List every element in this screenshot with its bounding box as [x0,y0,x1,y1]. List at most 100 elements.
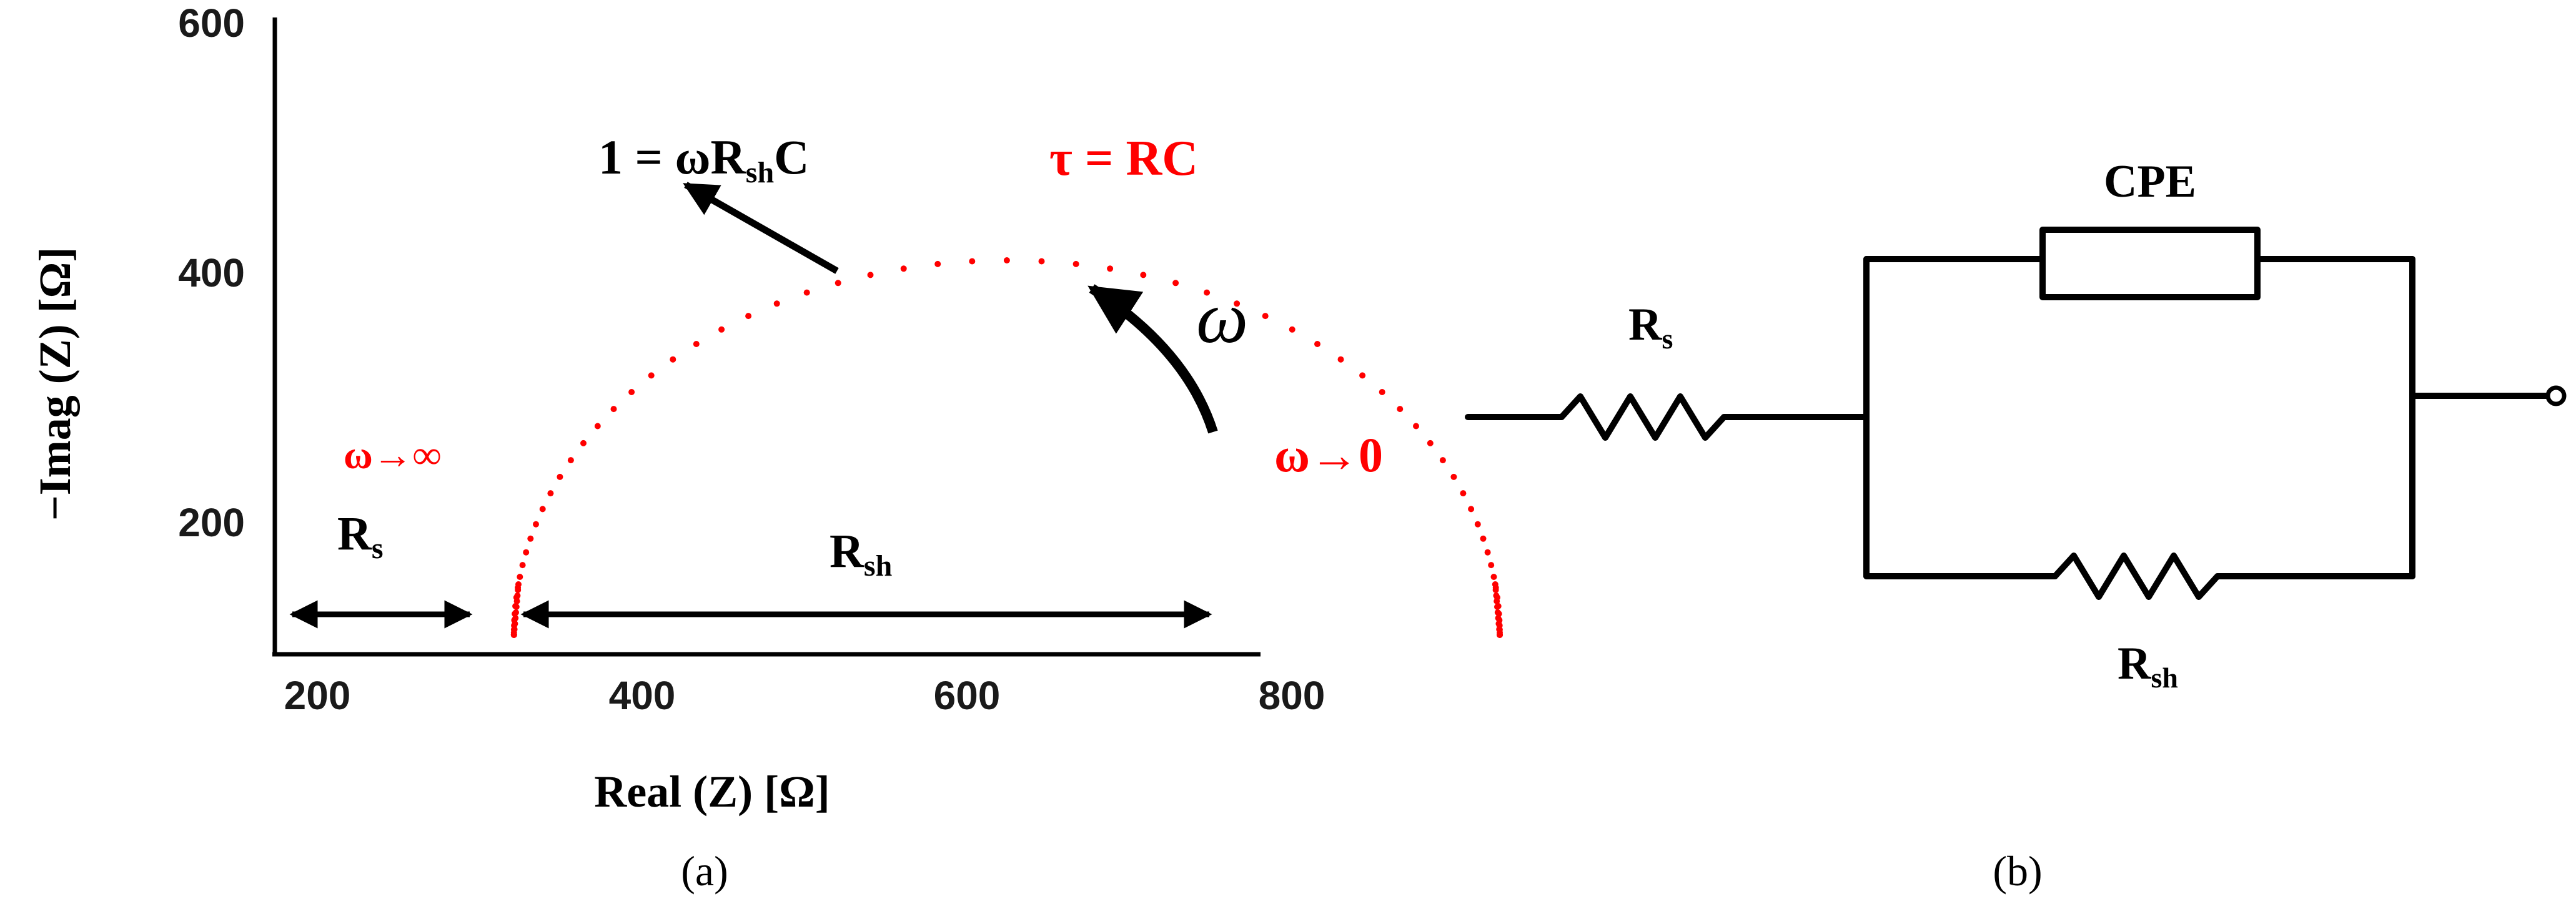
semicircle-point [1495,621,1502,627]
semicircle-point [1488,562,1495,569]
equivalent-circuit [1465,227,2567,600]
semicircle-point [527,535,534,542]
semicircle-point [1172,280,1179,287]
semicircle-point [1107,265,1114,272]
semicircle-point [1003,257,1010,263]
semicircle-point [580,440,587,446]
semicircle-point [1038,258,1045,265]
cpe-label: CPE [2104,156,2196,207]
rsh-span-label: Rsh [830,525,892,582]
y-tick-label-600: 600 [178,1,245,46]
rs-resistor-label: Rs [1628,299,1673,355]
semicircle-point [513,604,520,610]
semicircle-point [519,562,526,569]
semicircle-point [934,260,941,267]
semicircle-point [515,587,522,593]
semicircle-point [513,609,519,616]
semicircle-point [512,621,518,627]
semicircle-point [693,341,700,347]
semicircle-point [1495,615,1502,621]
semicircle-point [1494,609,1501,616]
peak-condition-label: 1 = ωRshC [598,130,810,189]
semicircle-point [1484,549,1491,556]
semicircle-point [718,326,725,333]
semicircle-point [594,423,601,430]
output-terminal [2545,385,2567,406]
semicircle-point [514,592,521,599]
semicircle-point [1262,313,1269,320]
nyquist-plot: 200 400 600 800 200 400 600 Real (Z) [Ω] −Ima… [30,1,1503,895]
x-tick-labels: 200 400 600 800 [284,673,1325,718]
y-tick-labels: 200 400 600 [178,1,245,545]
semicircle-point [1474,521,1481,528]
semicircle-point [1492,587,1499,593]
semicircle-point [1140,272,1147,278]
semicircle-point [1204,289,1211,296]
semicircle-point [670,356,676,363]
semicircle-point [533,521,539,528]
semicircle-point [515,581,522,587]
x-axis-title: Real (Z) [Ω] [594,767,830,817]
semicircle-point [557,473,563,480]
rsh-resistor-symbol [1863,553,2415,600]
semicircle-point [1494,598,1500,604]
semicircle-point [867,272,874,278]
semicircle-point [1314,341,1320,347]
semicircle-point [773,300,780,307]
semicircle-point [1450,473,1457,480]
impedance-semicircle [510,257,1503,638]
x-tick-label-600: 600 [934,673,1001,718]
semicircle-point [1397,406,1404,413]
x-tick-label-200: 200 [284,673,351,718]
x-tick-label-400: 400 [609,673,676,718]
semicircle-point [1289,326,1295,333]
semicircle-point [610,406,617,413]
semicircle-point [567,457,574,464]
rs-span-label: Rs [337,508,384,565]
rsh-resistor-label: Rsh [2118,638,2178,694]
semicircle-point [648,372,655,379]
semicircle-point [1427,440,1434,446]
semicircle-point [547,490,554,497]
semicircle-point [969,258,976,265]
omega-direction-arrow [1087,284,1218,434]
semicircle-point [1337,356,1344,363]
y-tick-label-400: 400 [178,250,245,295]
semicircle-point [1468,506,1475,513]
omega-infinity-label: ω→∞ [344,433,441,477]
rs-resistor-symbol [1465,393,1870,441]
semicircle-point [835,280,841,287]
caption-a: (a) [681,847,728,895]
semicircle-point [1379,389,1385,395]
semicircle-point [628,389,635,395]
semicircle-point [1460,490,1467,497]
semicircle-point [1413,423,1419,430]
semicircle-point [511,626,518,632]
tau-label: τ = RC [1049,131,1198,186]
semicircle-point [1359,372,1366,379]
semicircle-point [512,615,519,621]
semicircle-point [1073,260,1079,267]
semicircle-point [1480,535,1487,542]
semicircle-point [1496,626,1503,632]
y-tick-label-200: 200 [178,500,245,545]
semicircle-point [510,632,517,638]
semicircle-point [1492,581,1499,587]
semicircle-point [1234,300,1241,307]
semicircle-point [1494,604,1500,610]
semicircle-point [1490,574,1497,580]
semicircle-point [900,265,907,272]
semicircle-point [523,549,530,556]
semicircle-point [745,313,752,320]
omega-zero-label: ω→0 [1274,428,1383,482]
semicircle-point [1493,592,1500,599]
semicircle-point [539,506,546,513]
caption-b: (b) [1993,847,2042,895]
semicircle-point [803,289,810,296]
x-tick-label-800: 800 [1259,673,1325,718]
omega-symbol: ω [1196,277,1248,358]
cpe-element-box [2039,227,2261,300]
y-axis-title: −Imag (Z) [Ω] [30,247,80,521]
semicircle-point [517,574,523,580]
